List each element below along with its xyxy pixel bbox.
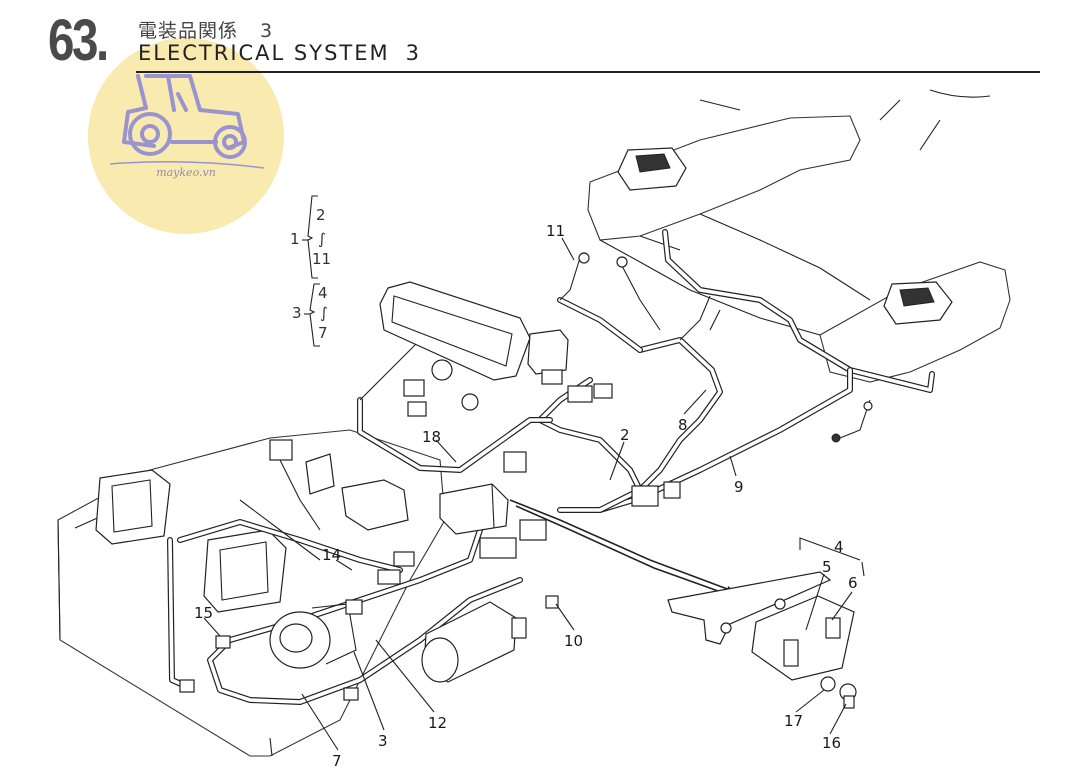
callout-18: 18 — [422, 428, 441, 446]
connectors — [179, 252, 873, 701]
flasher-relay — [527, 329, 569, 385]
header-rule — [136, 71, 1040, 73]
callout-16: 16 — [822, 734, 841, 752]
page-title-en: ELECTRICAL SYSTEM 3 — [138, 41, 421, 65]
callout-3: 3 — [378, 732, 388, 750]
page-title-jp: 電装品関係 3 — [138, 16, 273, 43]
group-1-label: 1 — [290, 230, 300, 248]
watermark-text: maykeo.vn — [156, 166, 216, 179]
callout-numbers: 2 3 4 5 6 7 8 9 10 11 12 14 15 16 17 18 — [194, 222, 858, 770]
callout-leaders — [203, 237, 853, 751]
callout-2: 2 — [620, 426, 630, 444]
callout-17: 17 — [784, 712, 803, 730]
group-1-wave: ∫ — [318, 230, 326, 248]
headlight-right — [203, 529, 287, 613]
control-unit — [439, 451, 527, 535]
instrument-panel — [379, 281, 531, 417]
title-jp-number: 3 — [260, 20, 274, 42]
regulator-bracket-assembly — [667, 537, 865, 709]
callout-9: 9 — [734, 478, 744, 496]
title-en-number: 3 — [405, 41, 421, 65]
title-jp-text: 電装品関係 — [138, 20, 239, 42]
alternator — [269, 603, 357, 669]
group-3-top: 4 — [318, 284, 328, 302]
callout-15: 15 — [194, 604, 213, 622]
rear-work-lamp-left — [617, 147, 687, 191]
starter-motor — [421, 601, 527, 683]
headlight-left — [95, 469, 171, 545]
rear-work-lamp-right — [883, 281, 953, 325]
callout-12: 12 — [428, 714, 447, 732]
group-3-wave: ∫ — [320, 304, 328, 322]
part-group-brackets: 1 2 ∫ 11 3 4 ∫ 7 — [290, 195, 331, 347]
callout-11: 11 — [546, 222, 565, 240]
group-3-bottom: 7 — [318, 324, 328, 342]
callout-6: 6 — [848, 574, 858, 592]
tractor-icon — [109, 74, 265, 169]
group-3-label: 3 — [292, 304, 302, 322]
switches — [269, 439, 559, 615]
callout-8: 8 — [678, 416, 688, 434]
callout-5: 5 — [822, 558, 832, 576]
title-en-text: ELECTRICAL SYSTEM — [138, 41, 390, 65]
group-1-bottom: 11 — [312, 250, 331, 268]
callout-7: 7 — [332, 752, 342, 770]
page-number: 63. — [48, 8, 109, 73]
callout-14: 14 — [322, 546, 341, 564]
callout-4: 4 — [834, 538, 844, 556]
watermark-logo: maykeo.vn — [88, 38, 284, 234]
callout-10: 10 — [564, 632, 583, 650]
group-1-top: 2 — [316, 206, 326, 224]
